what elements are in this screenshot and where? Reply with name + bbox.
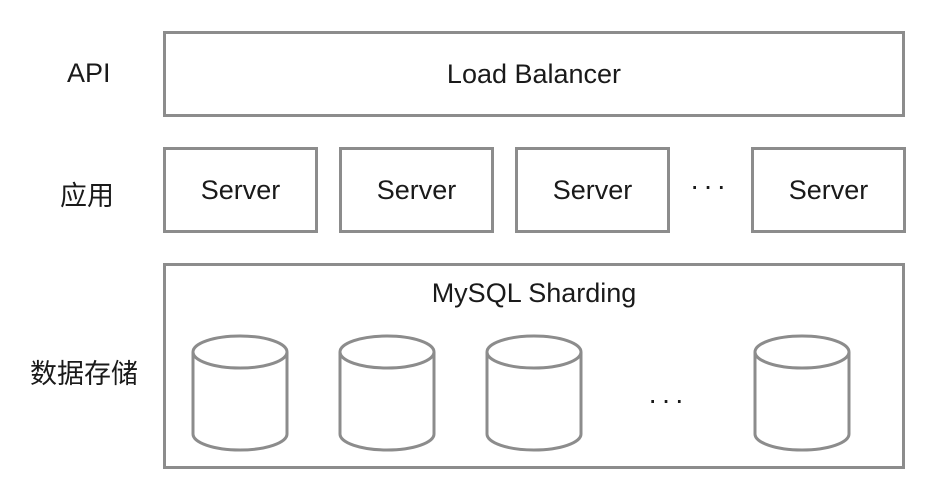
mysql-sharding-title: MySQL Sharding bbox=[431, 278, 637, 308]
load-balancer-box: Load Balancer bbox=[163, 31, 905, 117]
server-box: Server bbox=[163, 147, 318, 233]
api-layer-label: API bbox=[67, 58, 111, 88]
load-balancer-label: Load Balancer bbox=[446, 58, 622, 89]
server-label: Server bbox=[552, 174, 633, 205]
server-box: Server bbox=[751, 147, 906, 233]
mysql-sharding-box: MySQL Sharding bbox=[163, 263, 905, 469]
database-icon bbox=[338, 334, 436, 452]
database-icon bbox=[485, 334, 583, 452]
database-icon bbox=[191, 334, 289, 452]
app-layer-label: 应用 bbox=[60, 181, 114, 211]
database-ellipsis: ··· bbox=[648, 384, 688, 415]
server-ellipsis: ··· bbox=[690, 170, 730, 201]
storage-layer-label: 数据存储 bbox=[30, 359, 138, 389]
database-icon bbox=[753, 334, 851, 452]
server-label: Server bbox=[376, 174, 457, 205]
server-box: Server bbox=[339, 147, 494, 233]
server-label: Server bbox=[200, 174, 281, 205]
server-box: Server bbox=[515, 147, 670, 233]
server-label: Server bbox=[788, 174, 869, 205]
